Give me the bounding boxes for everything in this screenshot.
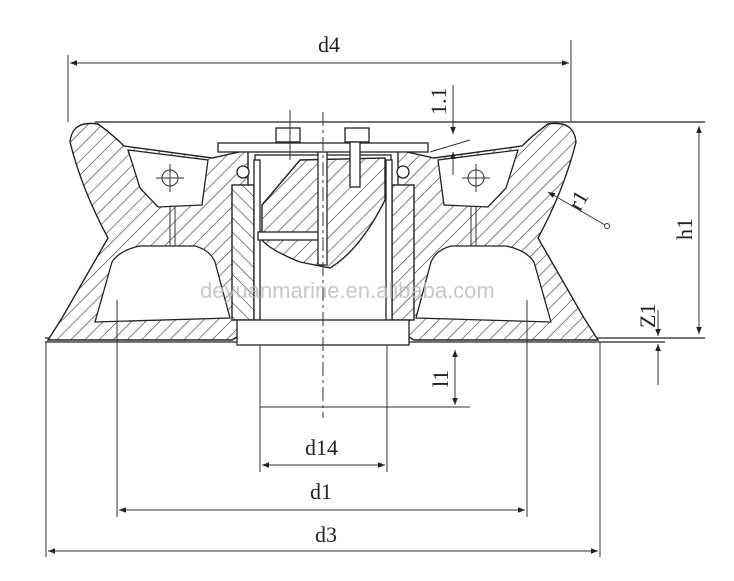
left-horn <box>46 122 249 341</box>
r1-label: r1 <box>563 186 594 214</box>
right-horn <box>397 122 600 341</box>
crosshair-icon <box>156 164 184 192</box>
h1-label: h1 <box>672 218 697 240</box>
d14-label: d14 <box>305 435 338 460</box>
d3-label: d3 <box>315 522 337 547</box>
watermark: deyuanmarine.en.alibaba.com <box>200 278 495 303</box>
d4-label: d4 <box>318 32 340 57</box>
tolerance-label: 1.1 <box>426 88 451 116</box>
z1-label: Z1 <box>635 304 660 328</box>
l1-label: l1 <box>428 370 453 387</box>
d1-label: d1 <box>310 479 332 504</box>
r1-dimension <box>547 191 606 226</box>
